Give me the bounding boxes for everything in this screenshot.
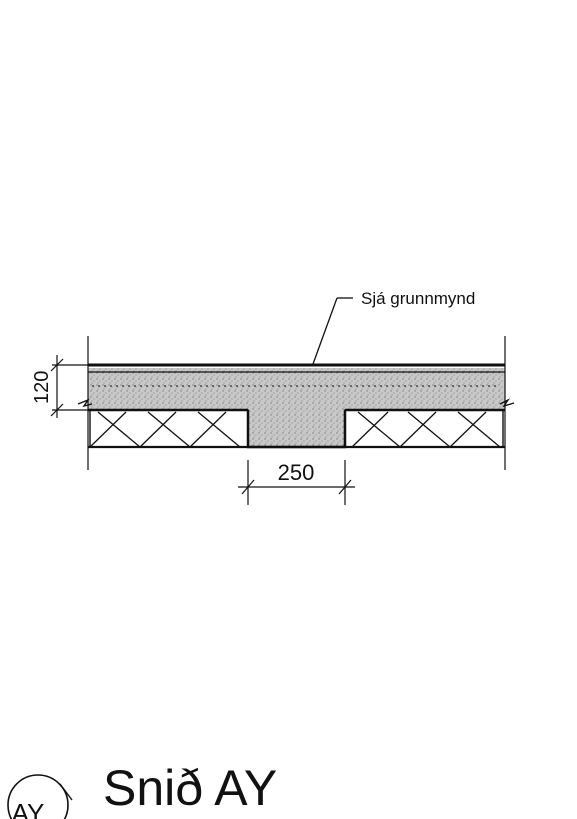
left-break-symbol (77, 398, 93, 408)
slab-thickness-dimension (50, 355, 88, 418)
section-marker-label: AY (12, 798, 45, 819)
section-marker-circle (7, 774, 69, 819)
concrete-slab (88, 368, 505, 447)
slab-thickness-label: 120 (31, 371, 53, 404)
infill-block-left (89, 409, 249, 448)
note-label: Sjá grunnmynd (361, 289, 475, 308)
beam-width-dimension (238, 460, 355, 505)
insulation-hatch-right (351, 411, 501, 448)
section-title: Snið AY (103, 760, 278, 816)
right-break-symbol (499, 398, 515, 408)
infill-block-right (344, 409, 504, 448)
section-marker-tail (59, 783, 73, 801)
insulation-hatch-left (89, 411, 241, 448)
beam-width-label: 250 (278, 460, 315, 485)
note-leader-line (312, 297, 338, 365)
